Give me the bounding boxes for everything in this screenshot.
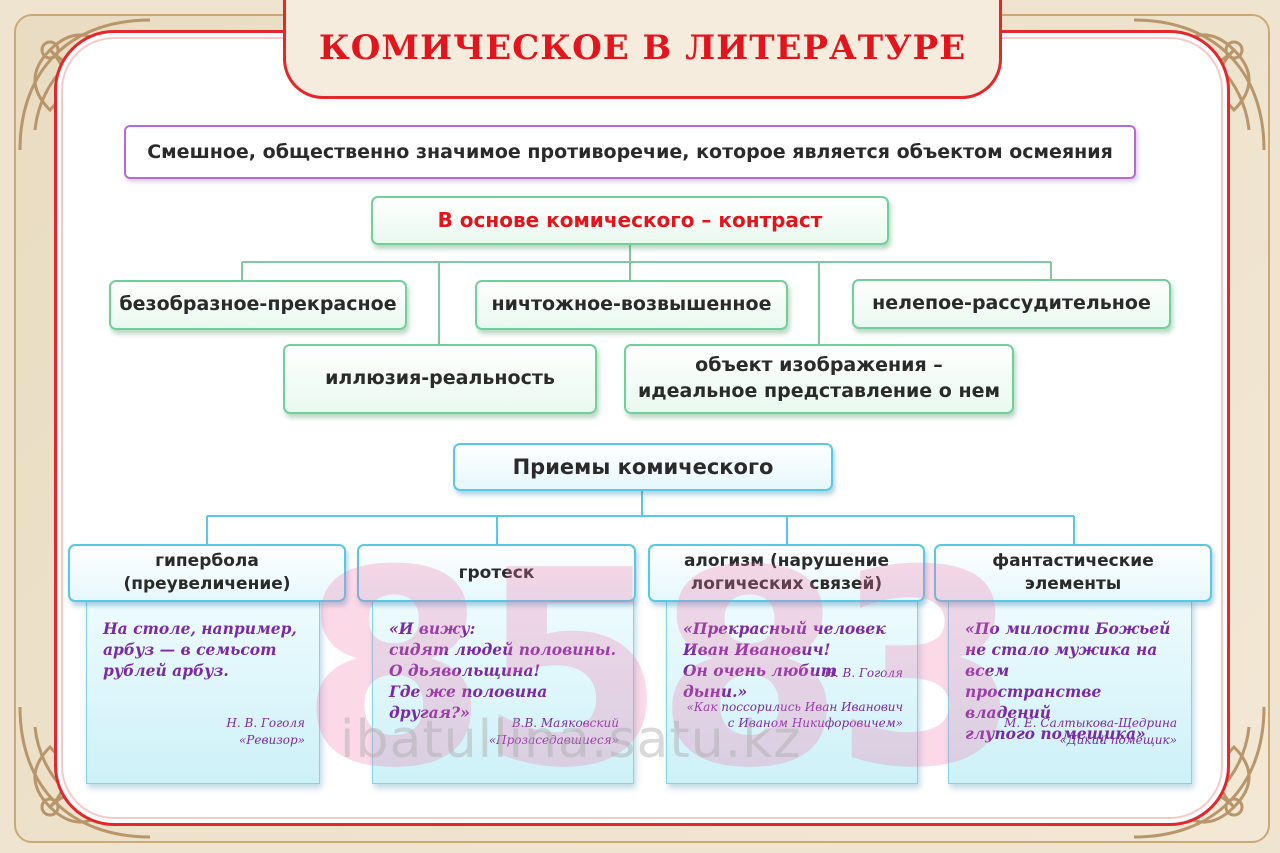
contrast-text: ничтожное-возвышенное [491, 293, 772, 316]
technique-name: фантастические элементы [992, 551, 1154, 594]
technique-fantastic-header: фантастические элементы [934, 544, 1212, 602]
quote-text: «По милости Божьей не стало мужика на вс… [965, 619, 1171, 743]
technique-name: гротеск [458, 562, 535, 583]
technique-grotesque-header: гротеск [357, 544, 636, 602]
quote-author: В.В. Маяковский «Прозаседавшиеся» [489, 715, 619, 749]
contrast-text: безобразное-прекрасное [119, 293, 397, 316]
technique-hyperbole-header: гипербола (преувеличение) [68, 544, 346, 602]
contrast-text: иллюзия-реальность [325, 367, 555, 390]
technique-card-fantastic: «По милости Божьей не стало мужика на вс… [948, 598, 1192, 784]
title-banner: КОМИЧЕСКОЕ В ЛИТЕРАТУРЕ [283, 0, 1002, 99]
technique-alogism-header: алогизм (нарушение логических связей) [648, 544, 925, 602]
basis-box: В основе комического – контраст [371, 196, 889, 245]
author-name: М. Е. Салтыкова-Щедрина [1004, 716, 1177, 731]
contrast-box-petty-sublime: ничтожное-возвышенное [475, 280, 788, 330]
work-title: «Ревизор» [238, 733, 305, 748]
work-title: «Дикий помещик» [1059, 733, 1177, 748]
definition-text: Смешное, общественно значимое противореч… [147, 141, 1113, 163]
quote-author: Н. В. Гоголя «Как поссорились Иван Ивано… [687, 648, 903, 749]
technique-card-hyperbole: На столе, например, арбуз — в семьсот ру… [86, 598, 320, 784]
contrast-box-object-ideal: объект изображения – идеальное представл… [624, 344, 1014, 414]
contrast-box-ugly-beautiful: безобразное-прекрасное [109, 280, 407, 330]
technique-name: алогизм (нарушение логических связей) [683, 551, 890, 594]
quote-text: «И вижу: сидят людей половины. О дьяволь… [389, 619, 616, 722]
quote-author: М. Е. Салтыкова-Щедрина «Дикий помещик» [1004, 715, 1177, 749]
technique-name: гипербола (преувеличение) [123, 551, 291, 594]
techniques-header-box: Приемы комического [453, 443, 833, 491]
technique-card-alogism: «Прекрасный человек Иван Иванович! Он оч… [666, 598, 918, 784]
author-name: Н. В. Гоголя [226, 716, 305, 731]
definition-box: Смешное, общественно значимое противореч… [124, 125, 1136, 179]
contrast-text: объект изображения – идеальное представл… [637, 354, 1000, 402]
page-title: КОМИЧЕСКОЕ В ЛИТЕРАТУРЕ [318, 28, 967, 68]
contrast-box-absurd-reasonable: нелепое-рассудительное [852, 279, 1171, 329]
techniques-header-text: Приемы комического [512, 454, 774, 479]
work-title: «Прозаседавшиеся» [488, 733, 619, 748]
author-name: Н. В. Гоголя [824, 666, 903, 681]
contrast-text: нелепое-рассудительное [872, 292, 1151, 315]
contrast-box-illusion-reality: иллюзия-реальность [283, 344, 597, 414]
technique-card-grotesque: «И вижу: сидят людей половины. О дьяволь… [372, 598, 634, 784]
work-title: «Как поссорились Иван Иванович с Иваном … [686, 699, 903, 731]
quote-text: На столе, например, арбуз — в семьсот ру… [103, 619, 297, 680]
quote-text: «Прекрасный человек Иван Иванович! Он оч… [683, 619, 886, 701]
quote-author: Н. В. Гоголя «Ревизор» [226, 715, 305, 749]
author-name: В.В. Маяковский [511, 716, 619, 731]
basis-text: В основе комического – контраст [437, 208, 823, 232]
